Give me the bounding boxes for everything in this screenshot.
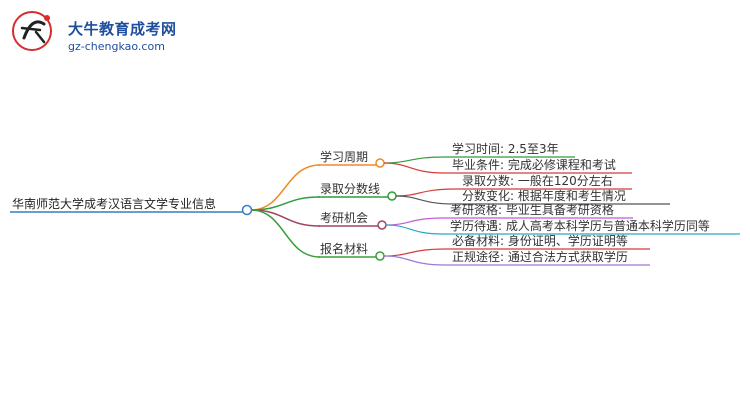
leaf-label-formal-route: 正规途径: 通过合法方式获取学历 (452, 250, 628, 264)
root-node-dot (241, 204, 253, 216)
leaf-label-study-time: 学习时间: 2.5至3年 (452, 142, 559, 156)
site-logo[interactable]: 大牛教育成考网 gz-chengkao.com (10, 8, 176, 54)
branch-label-admission-score: 录取分数线 (320, 182, 381, 196)
leaf-label-required-materials: 必备材料: 身份证明、学历证明等 (452, 234, 628, 248)
leaf-label-degree-treatment: 学历待遇: 成人高考本科学历与普通本科学历同等 (450, 219, 710, 233)
edge-branch-1-leaf-1 (383, 156, 446, 164)
branch-label-study-period: 学习周期 (320, 150, 369, 164)
root-node-label: 华南师范大学成考汉语言文学专业信息 (12, 197, 217, 211)
branch-3-dot (377, 220, 387, 230)
edge-branch-4-leaf-1 (383, 248, 446, 257)
leaf-label-postgrad-eligibility: 考研资格: 毕业生具备考研资格 (450, 203, 614, 217)
site-url: gz-chengkao.com (68, 40, 165, 53)
branch-1-dot (375, 158, 385, 168)
edge-branch-3-leaf-1 (385, 217, 444, 226)
branch-4-dot (375, 251, 385, 261)
leaf-label-score: 录取分数: 一般在120分左右 (462, 174, 613, 188)
branch-label-materials: 报名材料 (320, 242, 369, 256)
leaf-label-graduation: 毕业条件: 完成必修课程和考试 (452, 158, 616, 172)
edge-branch-2-leaf-2 (395, 195, 456, 205)
branch-2-dot (387, 191, 397, 201)
edge-root-branch-3 (250, 209, 321, 227)
logo-mark-icon (12, 11, 52, 51)
leaf-label-score-change: 分数变化: 根据年度和考生情况 (462, 189, 626, 203)
edge-root-branch-2 (250, 196, 321, 211)
edge-branch-4-leaf-2 (383, 255, 446, 266)
branch-label-postgrad: 考研机会 (320, 211, 369, 225)
edge-branch-3-leaf-2 (385, 224, 444, 235)
site-name: 大牛教育成考网 (68, 20, 177, 38)
edge-root-branch-4 (250, 209, 321, 258)
edge-branch-1-leaf-2 (383, 162, 446, 174)
edge-root-branch-1 (250, 164, 321, 211)
edge-branch-2-leaf-1 (395, 188, 456, 197)
